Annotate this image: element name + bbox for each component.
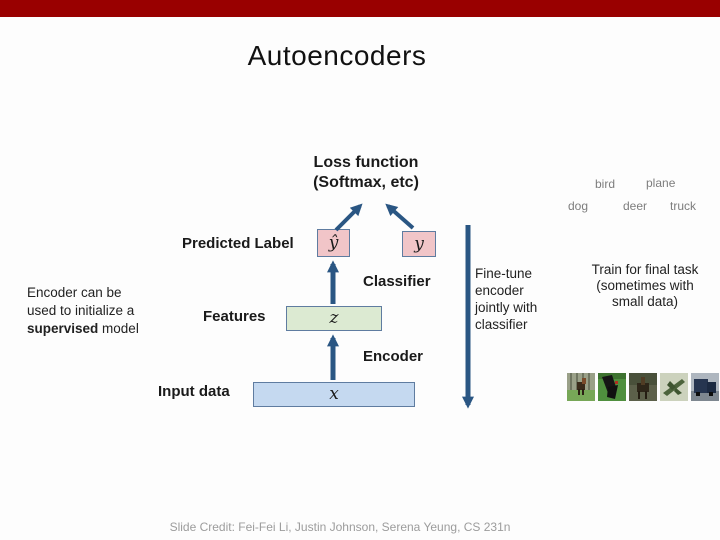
yhat-symbol: ŷ bbox=[328, 232, 339, 253]
cifar-thumb-truck bbox=[691, 373, 719, 401]
classifier-label: Classifier bbox=[363, 273, 431, 290]
class-label-truck: truck bbox=[670, 199, 697, 213]
slide-credit: Slide Credit: Fei-Fei Li, Justin Johnson… bbox=[169, 520, 511, 534]
cifar-thumbnails bbox=[567, 373, 719, 401]
cifar-thumb-rooster bbox=[598, 373, 626, 401]
train-task-note: Train for final task (sometimes with sma… bbox=[591, 262, 699, 309]
encoder-label: Encoder bbox=[363, 348, 424, 365]
encoder-init-note: Encoder can be used to initialize a supe… bbox=[27, 284, 139, 338]
slide-title: Autoencoders bbox=[247, 40, 427, 71]
z-symbol: z bbox=[329, 308, 339, 328]
cifar-thumb-plane bbox=[660, 373, 688, 401]
input-data-label: Input data bbox=[158, 383, 230, 400]
loss-function-label: Loss function (Softmax, etc) bbox=[313, 154, 419, 191]
class-label-bird: bird bbox=[595, 177, 616, 191]
features-label: Features bbox=[203, 308, 266, 325]
arrow-yhat-to-loss bbox=[334, 203, 363, 232]
x-symbol: x bbox=[329, 384, 339, 404]
class-label-plane: plane bbox=[646, 176, 676, 190]
class-label-dog: dog bbox=[568, 199, 589, 213]
encoder-init-note-rest: model bbox=[98, 321, 139, 336]
predicted-label: Predicted Label bbox=[182, 235, 294, 252]
fine-tune-note: Fine-tune encoder jointly with classifie… bbox=[475, 266, 538, 332]
input-data-node: x bbox=[253, 382, 415, 407]
class-label-deer: deer bbox=[623, 199, 648, 213]
encoder-init-note-line2: used to initialize a bbox=[27, 303, 135, 318]
features-node: z bbox=[286, 306, 382, 331]
encoder-init-note-bold: supervised bbox=[27, 321, 99, 336]
cifar-thumb-deer bbox=[629, 373, 657, 401]
top-accent-bar bbox=[0, 0, 720, 17]
true-label-node: y bbox=[402, 231, 436, 257]
encoder-init-note-line1: Encoder can be bbox=[27, 285, 122, 300]
predicted-label-node: ŷ bbox=[317, 229, 350, 257]
cifar-thumb-dog bbox=[567, 373, 595, 401]
y-symbol: y bbox=[414, 233, 424, 254]
arrow-y-to-loss bbox=[385, 203, 415, 230]
